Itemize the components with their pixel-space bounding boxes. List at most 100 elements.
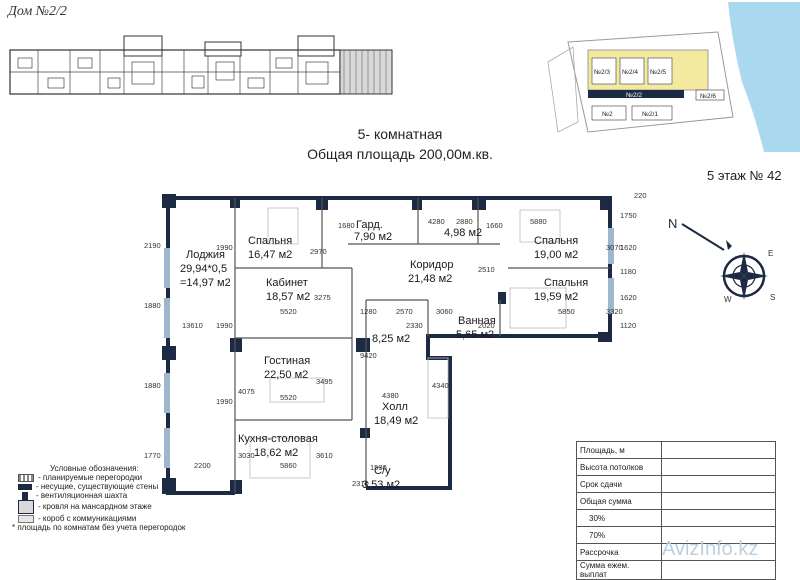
table-cell-value xyxy=(661,458,776,476)
table-row: Общая сумма xyxy=(576,492,776,510)
dim-label: 2880 xyxy=(456,217,473,226)
room-area-kitchen: 18,62 м2 xyxy=(254,447,298,459)
legend-label: - короб с коммуникациями xyxy=(38,514,137,523)
dim-label: 2510 xyxy=(478,265,495,274)
table-cell-value xyxy=(661,509,776,527)
room-area-bedroom-2: 19,00 м2 xyxy=(534,249,578,261)
house-title: Дом №2/2 xyxy=(8,4,67,19)
table-row: 30% xyxy=(576,509,776,527)
legend-item-duct: - короб с коммуникациями xyxy=(18,514,185,523)
room-area-living: 22,50 м2 xyxy=(264,369,308,381)
swatch-walls xyxy=(18,483,32,490)
dim-label: 1880 xyxy=(144,381,161,390)
room-area-corridor: 21,48 м2 xyxy=(408,273,452,285)
room-area-study: 18,57 м2 xyxy=(266,291,310,303)
rooms-count: 5- комнатная xyxy=(357,126,443,142)
room-name-wardrobe: Гард. xyxy=(356,219,383,231)
legend: Условные обозначения: - планируемые пере… xyxy=(12,464,185,532)
table-row: Срок сдачи xyxy=(576,475,776,493)
compass-n-label: N xyxy=(668,216,677,231)
dim-label: 1620 xyxy=(620,243,637,252)
info-table: Площадь, м Высота потолков Срок сдачи Об… xyxy=(576,441,776,580)
room-area-storage: 4,98 м2 xyxy=(444,227,482,239)
dim-label: 13610 xyxy=(182,321,203,330)
dim-label: 3275 xyxy=(314,293,331,302)
legend-label: - вентиляционная шахта xyxy=(36,491,128,500)
table-cell-label: Срок сдачи xyxy=(576,475,662,493)
table-cell-label: 70% xyxy=(576,526,662,544)
dim-label: 1120 xyxy=(620,321,636,330)
dim-label: 4380 xyxy=(382,391,399,400)
dim-label: 1750 xyxy=(620,211,637,220)
legend-item-roof: - кровля на мансардном этаже xyxy=(18,500,185,514)
total-area: Общая площадь 200,00м.кв. xyxy=(307,146,493,162)
table-cell-label: Сумма ежем. выплат xyxy=(576,560,662,580)
legend-label: - кровля на мансардном этаже xyxy=(38,502,152,512)
room-area-hall-small: 8,25 м2 xyxy=(372,333,410,345)
dim-label: 5860 xyxy=(280,461,297,470)
dim-label: 2190 xyxy=(144,241,161,250)
site-label-2-5: №2/5 xyxy=(650,69,666,76)
compass-w-label: W xyxy=(724,295,732,304)
compass-s-label: S xyxy=(770,293,775,302)
room-name-bedroom-3: Спальня xyxy=(544,277,588,289)
dim-label: 1990 xyxy=(216,321,233,330)
table-cell-label: 30% xyxy=(576,509,662,527)
table-cell-label: Площадь, м xyxy=(576,441,662,459)
room-name-study: Кабинет xyxy=(266,277,308,289)
dim-label: 1180 xyxy=(620,267,636,276)
table-cell-value xyxy=(661,560,776,580)
floor-plan: Спальня 16,47 м2 Гард. 7,90 м2 4,98 м2 С… xyxy=(144,191,647,495)
dim-label: 1990 xyxy=(216,243,233,252)
dim-label: 2970 xyxy=(310,247,327,256)
table-cell-value xyxy=(661,492,776,510)
dim-label: 9420 xyxy=(360,351,377,360)
legend-label: - планируемые перегородки xyxy=(38,473,143,482)
swatch-vent xyxy=(22,491,28,500)
dim-label: 220 xyxy=(634,191,647,200)
site-label-2-6: №2/6 xyxy=(700,93,716,100)
table-row: Сумма ежем. выплат xyxy=(576,560,776,580)
dim-label: 3070 xyxy=(606,243,623,252)
dim-label: 4340 xyxy=(432,381,449,390)
table-row: Площадь, м xyxy=(576,441,776,459)
site-label-2: №2 xyxy=(602,111,613,118)
room-name-wc: С/у xyxy=(374,465,391,477)
dim-label: 1680 xyxy=(338,221,355,230)
swatch-roof xyxy=(18,500,34,514)
site-label-2-2: №2/2 xyxy=(626,92,642,99)
legend-title: Условные обозначения: xyxy=(50,464,139,473)
swatch-duct xyxy=(18,514,34,523)
room-name-bedroom-2: Спальня xyxy=(534,235,578,247)
dim-label: 1770 xyxy=(144,451,161,460)
legend-item-partitions: - планируемые перегородки xyxy=(18,473,185,482)
legend-item-vent: - вентиляционная шахта xyxy=(18,491,185,500)
dim-label: 1660 xyxy=(486,221,503,230)
table-row: Высота потолков xyxy=(576,458,776,476)
room-name-bedroom-1: Спальня xyxy=(248,235,292,247)
site-map: №2/3 №2/4 №2/5 №2/2 №2/6 №2 №2/1 xyxy=(547,2,800,152)
room-name-hall: Холл xyxy=(382,401,408,413)
room-area-bedroom-1: 16,47 м2 xyxy=(248,249,292,261)
watermark: AvizInfo.kz xyxy=(662,538,759,560)
table-row: Рассрочка xyxy=(576,543,776,561)
building-strip-plan xyxy=(9,35,393,95)
dim-label: 3030 xyxy=(238,451,255,460)
swatch-partitions xyxy=(18,473,34,482)
dim-label: 3320 xyxy=(606,307,623,316)
dim-label: 4280 xyxy=(428,217,445,226)
room-name-bathroom: Ванная xyxy=(458,315,496,327)
room-area-loggia-calc: 29,94*0,5 xyxy=(180,263,227,275)
dim-label: 2200 xyxy=(194,461,211,470)
site-label-2-3: №2/3 xyxy=(594,69,610,76)
table-cell-value xyxy=(661,441,776,459)
room-area-bathroom: 5,65 м2 xyxy=(456,329,494,341)
dim-label: 4075 xyxy=(238,387,255,396)
dim-label: 1280 xyxy=(360,307,377,316)
dim-label: 2310 xyxy=(352,479,369,488)
dim-label: 3060 xyxy=(436,307,453,316)
room-name-loggia: Лоджия xyxy=(186,249,225,261)
room-name-corridor: Коридор xyxy=(410,259,453,271)
room-name-living: Гостиная xyxy=(264,355,310,367)
dim-label: 5520 xyxy=(280,307,297,316)
